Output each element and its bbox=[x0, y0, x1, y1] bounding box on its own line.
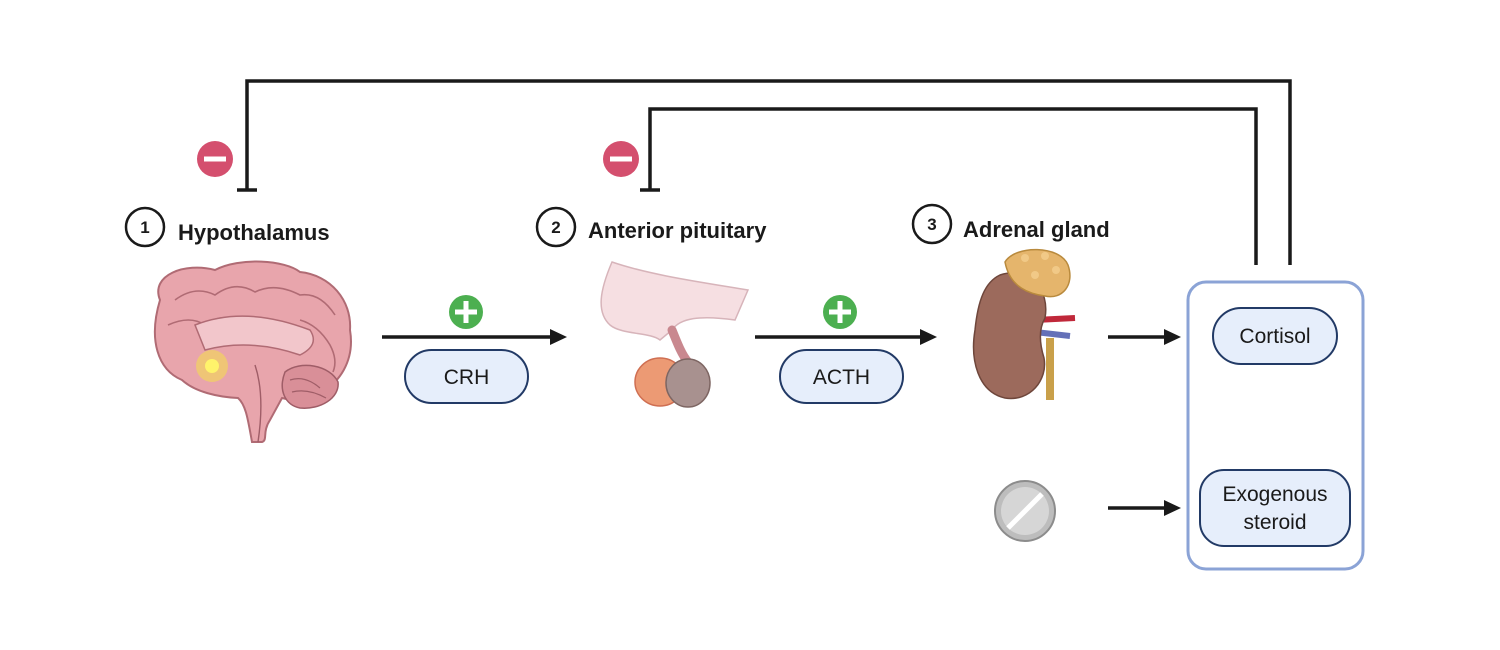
inhibition-sign-2 bbox=[603, 141, 639, 177]
feedback-loop-hypothalamus bbox=[237, 79, 1292, 265]
feedback-loop-pituitary bbox=[640, 107, 1258, 265]
exogenous-steroid-pill: Exogenous steroid bbox=[1199, 469, 1351, 547]
pituitary-gland-icon bbox=[600, 261, 750, 408]
stage-1-number: 1 bbox=[140, 218, 149, 237]
cortisol-label: Cortisol bbox=[1239, 325, 1310, 348]
stage-1-title: Hypothalamus bbox=[178, 220, 330, 245]
stimulation-sign-1 bbox=[449, 295, 483, 329]
crh-pill: CRH bbox=[404, 349, 529, 404]
arrow-adrenal-to-cortisol bbox=[1108, 329, 1181, 345]
inhibition-sign-1 bbox=[197, 141, 233, 177]
tablet-icon bbox=[994, 480, 1056, 542]
kidney-adrenal-icon bbox=[972, 248, 1076, 400]
arrow-tablet-to-exogenous bbox=[1108, 500, 1181, 516]
exogenous-label-line1: Exogenous bbox=[1222, 483, 1327, 506]
stage-3-number: 3 bbox=[927, 215, 936, 234]
arrow-pituitary-to-adrenal bbox=[755, 329, 937, 345]
stage-2-number: 2 bbox=[551, 218, 560, 237]
stage-2-title: Anterior pituitary bbox=[588, 218, 767, 243]
stage-3-label: 3 Adrenal gland bbox=[911, 203, 1110, 245]
brain-icon bbox=[153, 260, 352, 443]
stimulation-sign-2 bbox=[823, 295, 857, 329]
stage-2-label: 2 Anterior pituitary bbox=[535, 206, 767, 248]
acth-label: ACTH bbox=[813, 366, 870, 389]
cortisol-pill: Cortisol bbox=[1212, 307, 1338, 365]
acth-pill: ACTH bbox=[779, 349, 904, 404]
stage-1-label: 1 Hypothalamus bbox=[124, 206, 330, 248]
exogenous-label-line2: steroid bbox=[1243, 511, 1306, 534]
crh-label: CRH bbox=[444, 366, 490, 389]
arrow-hypothalamus-to-pituitary bbox=[382, 329, 567, 345]
stage-3-title: Adrenal gland bbox=[963, 217, 1110, 242]
